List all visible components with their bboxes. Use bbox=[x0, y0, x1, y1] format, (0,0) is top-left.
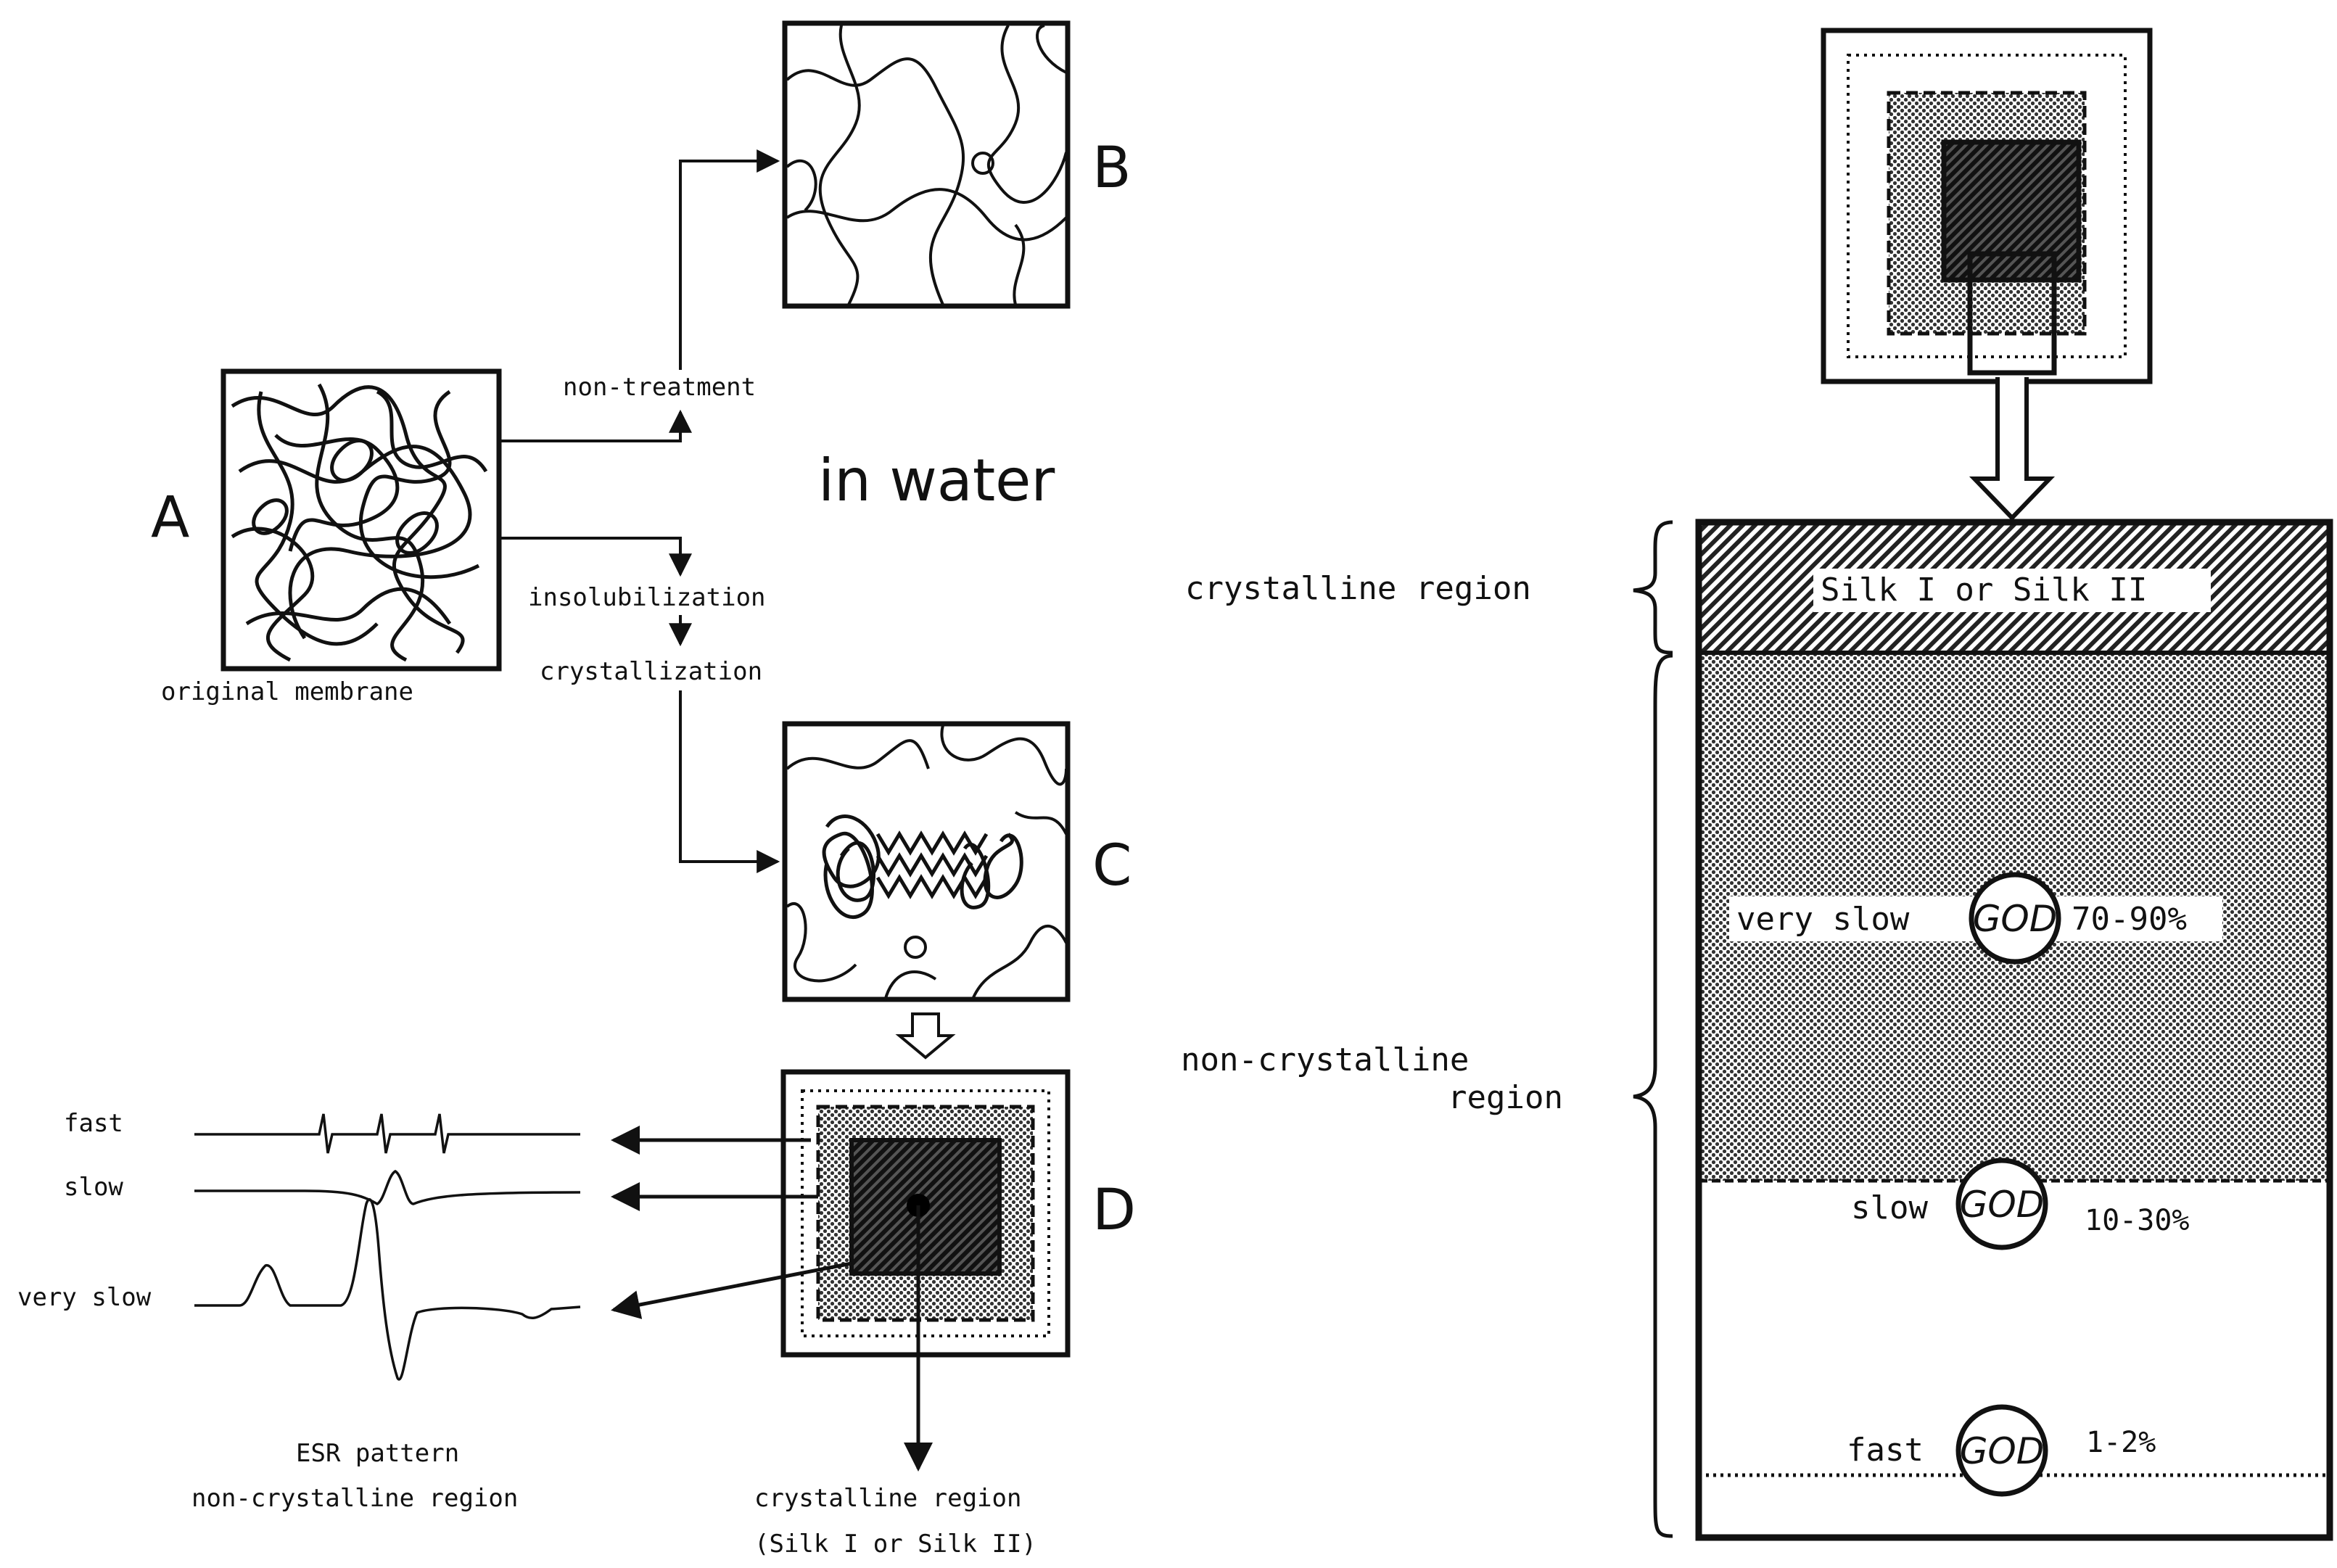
d-crystalline-label: crystalline region bbox=[754, 1484, 1021, 1513]
silk-band-label: Silk I or Silk II bbox=[1821, 572, 2147, 608]
panel-b-box bbox=[782, 20, 1071, 309]
enlarged-column: Silk I or Silk II very slow GOD 70-90% s… bbox=[1695, 519, 2333, 1541]
noncrystalline-label-line2: region bbox=[1448, 1079, 1563, 1116]
noncrystalline-label-line1: non-crystalline bbox=[1181, 1041, 1469, 1078]
panel-c: C bbox=[782, 721, 1132, 1002]
insolubilization-label: insolubilization bbox=[528, 583, 766, 612]
panel-d-letter: D bbox=[1092, 1178, 1136, 1243]
thumbnail-fast-boundary bbox=[1847, 54, 2127, 358]
esr-fast-label: fast bbox=[64, 1109, 123, 1138]
panel-a: A original membrane bbox=[151, 368, 502, 706]
god-fast-circle bbox=[1955, 1404, 2048, 1497]
esr-very-slow-trace bbox=[194, 1198, 581, 1381]
thumbnail-core bbox=[1941, 139, 2082, 283]
very-slow-label: very slow bbox=[1736, 901, 1910, 938]
esr-very-slow-label: very slow bbox=[17, 1283, 152, 1312]
god-very-slow-circle bbox=[1969, 872, 2061, 965]
in-water-label: in water bbox=[818, 447, 1055, 514]
zoom-hollow-arrow bbox=[1969, 377, 2056, 521]
panel-d-arrows bbox=[611, 1126, 933, 1472]
god-slow-circle bbox=[1955, 1158, 2048, 1250]
slow-percent: 10-30% bbox=[2085, 1204, 2190, 1237]
arrow-a-to-insolubilization bbox=[499, 537, 692, 577]
region-braces bbox=[1633, 520, 1673, 1538]
fast-label: fast bbox=[1847, 1432, 1924, 1469]
arrow-a-to-non-treatment bbox=[499, 409, 692, 442]
arrow-to-panel-c bbox=[679, 690, 780, 873]
panel-c-crystallite bbox=[822, 814, 1023, 920]
panel-a-tangled-chains bbox=[231, 383, 488, 662]
arrow-very-slow bbox=[611, 1261, 852, 1319]
esr-slow-trace bbox=[194, 1170, 581, 1205]
esr-noncrystalline-label: non-crystalline region bbox=[191, 1484, 518, 1513]
very-slow-percent: 70-90% bbox=[2072, 901, 2187, 938]
d-silk-label: (Silk I or Silk II) bbox=[754, 1530, 1036, 1559]
crystalline-brace bbox=[1633, 520, 1673, 655]
panel-b-loose-chains bbox=[786, 24, 1068, 305]
panel-d-fast-boundary bbox=[801, 1089, 1050, 1337]
god-fast-text: GOD bbox=[1960, 1430, 2045, 1472]
panel-b-letter: B bbox=[1092, 136, 1132, 201]
hollow-arrow-c-to-d bbox=[895, 1012, 956, 1060]
enlarged-column-frame bbox=[1695, 519, 2333, 1541]
esr-pattern-label: ESR pattern bbox=[296, 1439, 459, 1468]
thumbnail-zoom-window bbox=[1967, 251, 2057, 376]
panel-c-letter: C bbox=[1092, 833, 1132, 899]
panel-a-letter: A bbox=[151, 485, 189, 550]
noncrystalline-brace bbox=[1633, 653, 1673, 1538]
panel-c-chains bbox=[786, 725, 1068, 1002]
esr-slow-label: slow bbox=[64, 1173, 123, 1202]
crystalline-region-label: crystalline region bbox=[1185, 570, 1531, 607]
esr-spectra bbox=[194, 1113, 581, 1381]
non-treatment-label: non-treatment bbox=[563, 373, 756, 402]
right-thumbnail bbox=[1821, 28, 2153, 384]
god-very-slow-text: GOD bbox=[1973, 898, 2058, 940]
crystallization-label: crystallization bbox=[540, 657, 762, 686]
flow-arrows-a bbox=[499, 149, 780, 873]
silk-band-label-bg bbox=[1813, 569, 2211, 612]
original-membrane-label: original membrane bbox=[161, 677, 413, 706]
arrow-to-panel-b bbox=[679, 149, 780, 370]
god-slow-text: GOD bbox=[1960, 1184, 2045, 1226]
slow-label: slow bbox=[1851, 1189, 1928, 1226]
panel-d: D bbox=[780, 1069, 1136, 1358]
esr-fast-trace bbox=[194, 1113, 580, 1154]
fast-percent: 1-2% bbox=[2086, 1426, 2156, 1459]
panel-b: B bbox=[782, 20, 1132, 309]
